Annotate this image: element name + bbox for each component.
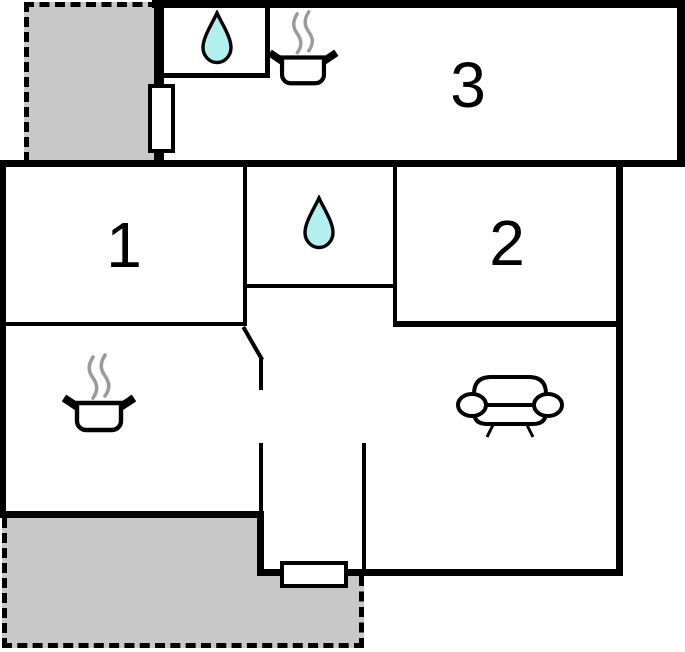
room-3-label: 3 <box>450 49 486 121</box>
stove-pot-glyph <box>267 10 339 86</box>
wall-west-upper <box>154 0 164 166</box>
sofa-glyph <box>456 375 564 438</box>
door-leaf <box>241 326 264 361</box>
terrace-bottom-right-edge <box>359 576 364 648</box>
sofa-icon <box>455 362 565 442</box>
water-drop-icon <box>199 10 235 66</box>
wall-bath-top-east <box>265 3 270 78</box>
terrace-top-left <box>24 2 158 162</box>
wall-room1-east <box>243 160 247 326</box>
wall-room2-west <box>393 160 397 325</box>
stove-pot-icon <box>264 8 342 88</box>
room-2-label: 2 <box>489 207 525 279</box>
stove-pot-icon <box>60 350 138 436</box>
wall-living-west <box>362 443 366 574</box>
wall-bath-top-south <box>158 73 270 78</box>
wall-south-right <box>257 569 623 576</box>
water-drop-glyph <box>201 10 233 65</box>
wall-north <box>152 0 685 8</box>
wall-room2-south <box>393 321 623 327</box>
wall-west-middle <box>0 160 6 518</box>
stove-pot-glyph <box>61 353 137 433</box>
wall-main-horizontal <box>0 160 685 167</box>
wall-east <box>616 160 623 576</box>
wall-room3-east <box>677 0 685 166</box>
wall-hall-west-seg1 <box>259 357 263 390</box>
water-drop-glyph <box>303 195 335 250</box>
room-1-label: 1 <box>106 209 142 281</box>
wall-room1-south <box>0 322 247 326</box>
wall-bath-mid-south <box>243 284 397 288</box>
wall-hall-west-seg2 <box>259 443 263 513</box>
water-drop-icon <box>301 195 337 251</box>
window-west <box>148 84 175 153</box>
wall-south-left <box>0 511 264 518</box>
wall-hall-west-thick <box>257 511 264 576</box>
window-south <box>280 561 348 588</box>
